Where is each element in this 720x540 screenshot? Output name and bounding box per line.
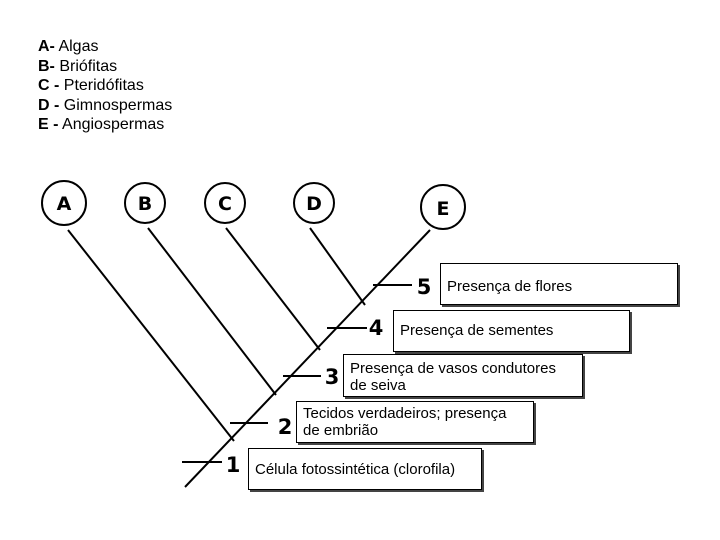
- legend-item-b: B- Briófitas: [38, 57, 118, 75]
- character-number-5: 5: [417, 275, 432, 299]
- character-number-1: 1: [226, 453, 241, 477]
- taxon-b-circle: [124, 182, 166, 224]
- taxon-a-circle: [41, 180, 87, 226]
- taxon-c-label: C: [218, 193, 232, 215]
- taxon-d-label: D: [306, 193, 322, 215]
- legend-item-e: E - Angiospermas: [38, 116, 165, 133]
- branch-a: [67, 229, 235, 442]
- branch-b: [147, 227, 277, 396]
- character-number-3: 3: [325, 365, 340, 389]
- taxon-e-label: E: [437, 198, 450, 220]
- taxon-d-circle: [293, 182, 335, 224]
- character-number-4: 4: [369, 316, 384, 340]
- character-box-5: Presença de flores: [440, 263, 678, 305]
- taxon-e-circle: [420, 184, 466, 230]
- legend-item-a: A- Algas: [38, 38, 99, 55]
- taxon-a-label: A: [57, 193, 72, 215]
- character-box-1: Célula fotossintética (clorofila): [248, 448, 482, 490]
- taxon-b-label: B: [138, 193, 152, 215]
- branch-c: [225, 227, 321, 351]
- character-box-3: Presença de vasos condutores de seiva: [343, 354, 583, 397]
- legend: A- Algas B- Briófitas C - Pteridófitas D…: [38, 37, 172, 135]
- taxon-c-circle: [204, 182, 246, 224]
- legend-item-c: C - Pteridófitas: [38, 77, 144, 94]
- character-number-2: 2: [278, 415, 293, 439]
- trunk-line: [184, 229, 431, 488]
- character-box-2: Tecidos verdadeiros; presença de embrião: [296, 401, 534, 443]
- branch-d: [309, 227, 366, 306]
- character-box-4: Presença de sementes: [393, 310, 630, 352]
- legend-item-d: D - Gimnospermas: [38, 96, 173, 114]
